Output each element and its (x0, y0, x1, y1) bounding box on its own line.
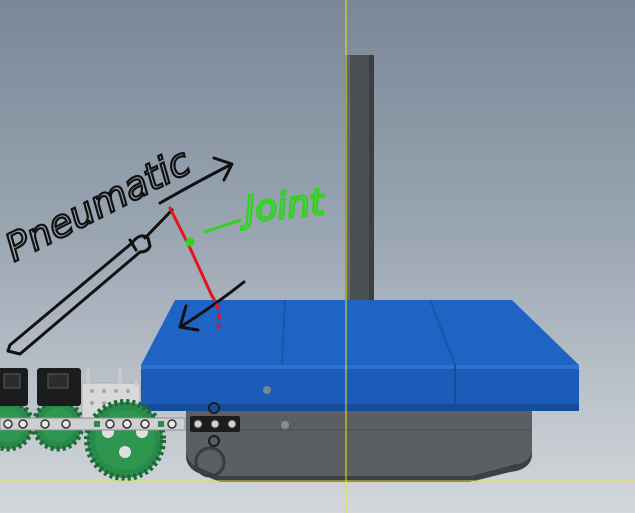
annotation-layer (6, 156, 246, 356)
intake-assembly[interactable] (0, 368, 240, 481)
arrow-down-left-icon (178, 280, 246, 332)
joint-pointer-line (203, 218, 242, 234)
axle-bar (0, 402, 240, 478)
piston-rod-sketch (143, 208, 174, 240)
blue-bumper[interactable] (141, 299, 579, 411)
drivetrain-base[interactable] (186, 405, 532, 482)
joint-label: Joint (237, 182, 328, 232)
linkage-red-dashed (210, 294, 221, 332)
joint-marker-icon (185, 237, 195, 247)
pneumatic-label: Pneumatic (0, 139, 197, 270)
vertical-pole[interactable] (345, 55, 374, 305)
pneumatic-cylinder-sketch (6, 234, 152, 356)
arrow-up-right-icon (158, 156, 234, 205)
motor-right (37, 368, 81, 406)
motor-left (0, 368, 28, 406)
linkage-red-line (168, 206, 214, 298)
gear-large (84, 399, 166, 481)
